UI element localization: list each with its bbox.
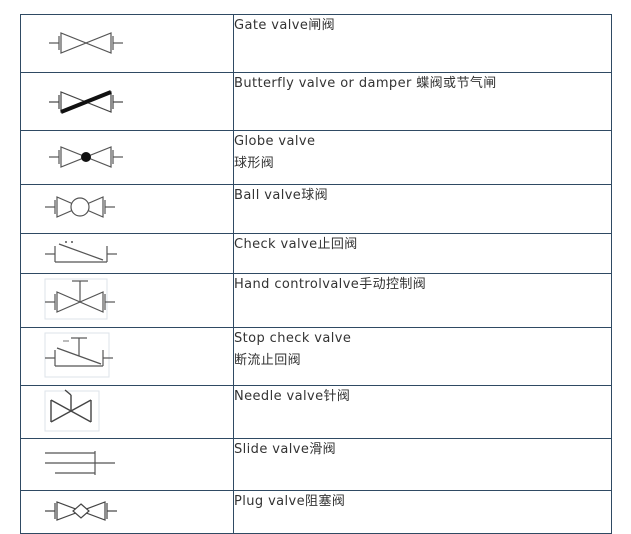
valve-name: Slide valve滑阀	[234, 442, 337, 457]
symbol-cell	[20, 385, 234, 439]
description-cell: Slide valve滑阀	[233, 438, 612, 491]
plug-valve-icon	[45, 501, 117, 521]
description-cell: Plug valve阻塞阀	[233, 490, 612, 534]
description-cell: Hand controlvalve手动控制阀	[233, 273, 612, 328]
valve-name: Ball valve球阀	[234, 188, 329, 203]
symbol-cell	[20, 184, 234, 234]
description-cell: Butterfly valve or damper 蝶阀或节气闸	[233, 72, 612, 131]
valve-name-cn: 球形阀	[234, 156, 275, 171]
symbol-cell	[20, 233, 234, 274]
table-row: Slide valve滑阀	[20, 438, 612, 491]
gate-valve-icon	[49, 32, 123, 54]
check-valve-icon	[45, 241, 117, 263]
description-cell: Needle valve针阀	[233, 385, 612, 439]
table-row: Check valve止回阀	[20, 233, 612, 274]
symbol-cell	[20, 273, 234, 328]
butterfly-valve-icon	[49, 90, 123, 114]
table-row: Ball valve球阀	[20, 184, 612, 234]
table-row: Plug valve阻塞阀	[20, 490, 612, 534]
symbol-cell	[20, 490, 234, 534]
description-cell: Ball valve球阀	[233, 184, 612, 234]
table-row: Stop check valve 断流止回阀	[20, 327, 612, 386]
valve-name: Hand controlvalve手动控制阀	[234, 277, 427, 292]
valve-name: Gate valve闸阀	[234, 18, 336, 33]
symbol-cell	[20, 438, 234, 491]
valve-name-cn: 断流止回阀	[234, 353, 302, 368]
valve-name: Butterfly valve or damper 蝶阀或节气闸	[234, 76, 497, 91]
symbol-cell	[20, 14, 234, 73]
globe-valve-icon	[49, 146, 123, 168]
hand-control-valve-icon	[44, 278, 115, 320]
table-row: Globe valve 球形阀	[20, 130, 612, 185]
symbol-cell	[20, 130, 234, 185]
table-row: Needle valve针阀	[20, 385, 612, 439]
table-row: Butterfly valve or damper 蝶阀或节气闸	[20, 72, 612, 131]
valve-name: Globe valve	[234, 134, 316, 149]
description-cell: Globe valve 球形阀	[233, 130, 612, 185]
symbol-cell	[20, 327, 234, 386]
description-cell: Stop check valve 断流止回阀	[233, 327, 612, 386]
valve-name: Stop check valve	[234, 331, 352, 346]
valve-symbol-table: Gate valve闸阀 Butterfly valve or damper 蝶…	[20, 14, 612, 534]
description-cell: Gate valve闸阀	[233, 14, 612, 73]
slide-valve-icon	[45, 451, 115, 475]
stop-check-valve-icon	[44, 332, 113, 378]
valve-name: Check valve止回阀	[234, 237, 358, 252]
needle-valve-icon	[44, 389, 100, 432]
table-row: Gate valve闸阀	[20, 14, 612, 73]
ball-valve-icon	[45, 196, 115, 218]
valve-name: Plug valve阻塞阀	[234, 494, 346, 509]
valve-name: Needle valve针阀	[234, 389, 351, 404]
table-row: Hand controlvalve手动控制阀	[20, 273, 612, 328]
description-cell: Check valve止回阀	[233, 233, 612, 274]
symbol-cell	[20, 72, 234, 131]
